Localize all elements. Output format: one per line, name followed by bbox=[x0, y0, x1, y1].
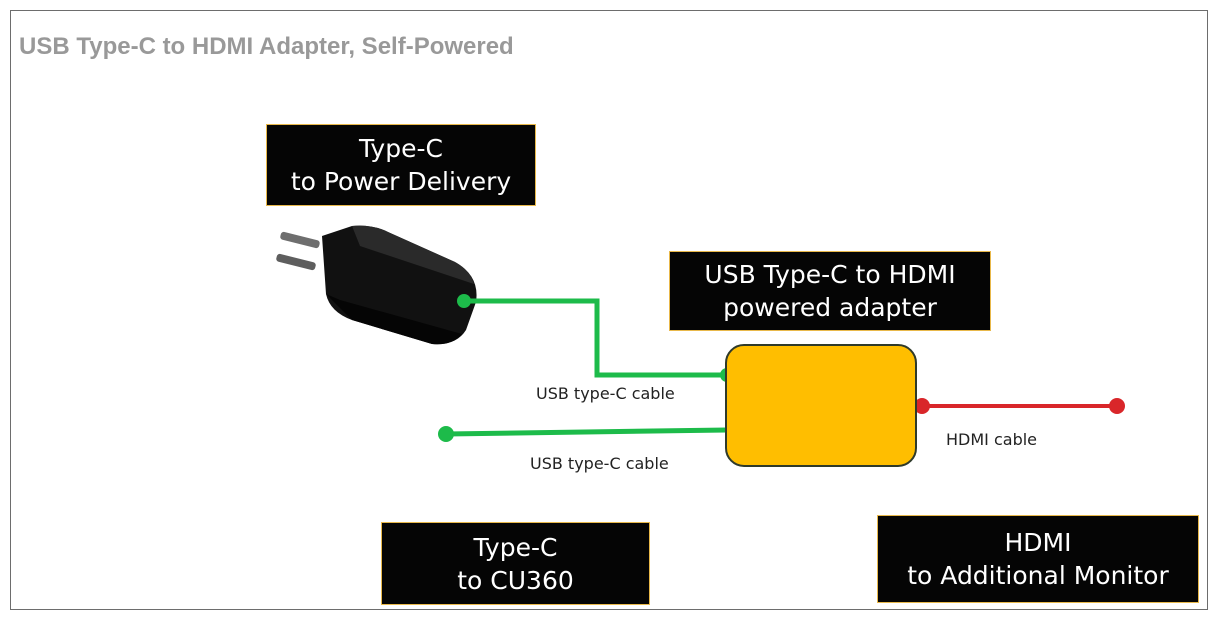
power-delivery-line2: to Power Delivery bbox=[290, 167, 512, 196]
power-delivery-label: Type-C to Power Delivery bbox=[266, 124, 536, 206]
usb-cable-label-top: USB type-C cable bbox=[536, 384, 675, 403]
cu360-line2: to CU360 bbox=[457, 565, 574, 595]
hdmi-plug-monitor bbox=[1109, 398, 1125, 414]
hdmi-cable-label: HDMI cable bbox=[946, 430, 1038, 449]
cu360-line1: Type-C bbox=[473, 532, 558, 562]
adapter-label: USB Type-C to HDMI powered adapter bbox=[669, 251, 991, 331]
adapter-line1: USB Type-C to HDMI bbox=[704, 260, 956, 289]
power-delivery-line1: Type-C bbox=[359, 134, 443, 163]
usb-cable-cu360 bbox=[445, 427, 728, 437]
monitor-line1: HDMI bbox=[1004, 528, 1072, 557]
wall-charger-icon bbox=[276, 225, 477, 345]
diagram-title: USB Type-C to HDMI Adapter, Self-Powered bbox=[19, 33, 514, 60]
usb-cable-label-bottom: USB type-C cable bbox=[530, 454, 669, 473]
adapter-line2: powered adapter bbox=[723, 293, 937, 322]
diagram-frame: USB Type-C to HDMI Adapter, Self-Powered bbox=[10, 10, 1208, 610]
hdmi-port-adapter bbox=[914, 398, 930, 414]
usb-port-charger bbox=[457, 294, 471, 308]
cu360-label: Type-C to CU360 bbox=[381, 522, 650, 605]
adapter-body bbox=[725, 344, 917, 467]
usb-plug-cu360 bbox=[438, 426, 454, 442]
monitor-line2: to Additional Monitor bbox=[907, 561, 1169, 590]
monitor-label: HDMI to Additional Monitor bbox=[877, 515, 1199, 603]
usb-cable-power bbox=[464, 298, 727, 378]
